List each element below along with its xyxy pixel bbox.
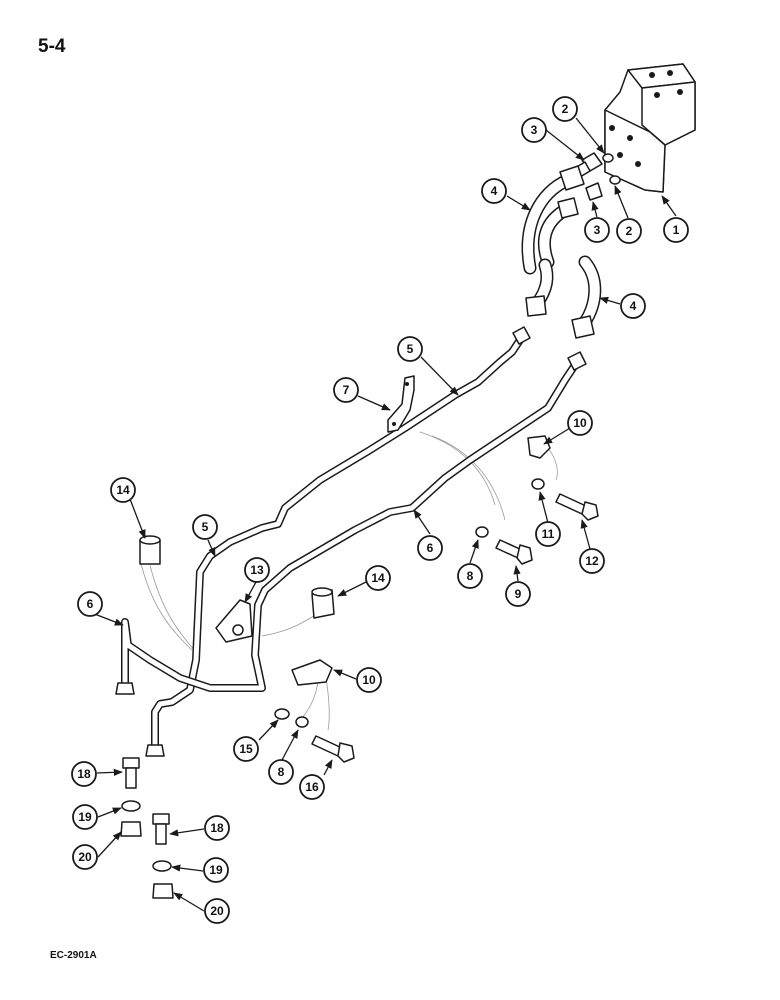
svg-text:5: 5 — [407, 342, 414, 356]
callout-14-right: 14 — [365, 565, 391, 591]
callout-6-left: 6 — [77, 591, 103, 617]
spacer-14-right — [311, 587, 335, 619]
page-number: 5-4 — [38, 36, 66, 57]
clamp-13 — [215, 599, 253, 643]
svg-text:4: 4 — [491, 184, 498, 198]
nut-20-left — [120, 821, 142, 837]
callout-13: 13 — [244, 557, 270, 583]
svg-text:20: 20 — [210, 904, 224, 918]
hose-section-left — [525, 258, 554, 317]
svg-text:15: 15 — [239, 742, 253, 756]
svg-text:8: 8 — [467, 569, 474, 583]
callout-20-left: 20 — [72, 844, 98, 870]
callout-6-right: 6 — [417, 535, 443, 561]
callout-12: 12 — [579, 548, 605, 574]
callout-19-right: 19 — [203, 857, 229, 883]
callout-4-upper: 4 — [481, 178, 507, 204]
svg-text:20: 20 — [78, 850, 92, 864]
washer-15 — [274, 708, 290, 720]
callout-1: 1 — [663, 217, 689, 243]
callout-8-upper: 8 — [457, 563, 483, 589]
callout-14-left: 14 — [110, 477, 136, 503]
svg-text:2: 2 — [626, 224, 633, 238]
svg-text:3: 3 — [594, 223, 601, 237]
svg-text:5: 5 — [202, 520, 209, 534]
bolt-9 — [495, 539, 533, 565]
svg-text:1: 1 — [673, 223, 680, 237]
callout-2-lower: 2 — [616, 218, 642, 244]
svg-text:11: 11 — [542, 527, 555, 541]
washer-19-right — [152, 860, 172, 872]
svg-text:10: 10 — [573, 416, 587, 430]
svg-text:19: 19 — [78, 810, 92, 824]
svg-text:19: 19 — [209, 863, 223, 877]
callout-18-left: 18 — [71, 761, 97, 787]
callout-7: 7 — [333, 377, 359, 403]
bracket-7 — [387, 375, 415, 433]
svg-text:3: 3 — [531, 123, 538, 137]
callout-3-lower: 3 — [584, 217, 610, 243]
svg-text:7: 7 — [343, 383, 350, 397]
o-ring-upper — [602, 153, 614, 163]
svg-text:10: 10 — [362, 673, 376, 687]
pipe-6 — [115, 351, 587, 695]
callout-10-upper: 10 — [567, 410, 593, 436]
callout-20-right: 20 — [204, 898, 230, 924]
svg-text:12: 12 — [585, 554, 599, 568]
figure-code: EC-2901A — [50, 950, 97, 961]
valve-block — [604, 63, 696, 193]
svg-text:6: 6 — [87, 597, 94, 611]
callout-18-right: 18 — [204, 815, 230, 841]
spacer-14-left — [139, 535, 161, 565]
svg-text:14: 14 — [371, 571, 385, 585]
washer-8-upper — [475, 526, 489, 538]
clip-10-upper — [527, 435, 551, 459]
svg-text:18: 18 — [210, 821, 224, 835]
washer-8-lower — [295, 716, 309, 728]
callout-10-lower: 10 — [356, 667, 382, 693]
callout-11: 11 — [535, 521, 561, 547]
fitting-18-left — [122, 757, 140, 789]
callout-15: 15 — [233, 736, 259, 762]
callout-3-upper: 3 — [521, 117, 547, 143]
svg-text:9: 9 — [515, 587, 522, 601]
svg-text:13: 13 — [250, 563, 264, 577]
bolt-12 — [555, 493, 599, 521]
svg-text:14: 14 — [116, 483, 130, 497]
svg-text:18: 18 — [77, 767, 91, 781]
callout-2-upper: 2 — [552, 96, 578, 122]
callout-5-upper: 5 — [397, 336, 423, 362]
adapter-lower — [585, 182, 603, 201]
washer-19-left — [121, 800, 141, 812]
nut-20-right — [152, 883, 174, 899]
hose-section-right — [571, 255, 602, 339]
svg-text:4: 4 — [630, 299, 637, 313]
svg-text:16: 16 — [305, 780, 319, 794]
callout-4-lower: 4 — [620, 293, 646, 319]
fitting-18-right — [152, 813, 170, 845]
callout-8-lower: 8 — [268, 759, 294, 785]
callout-5-lower: 5 — [192, 514, 218, 540]
callout-16: 16 — [299, 774, 325, 800]
washer-11 — [531, 478, 545, 490]
o-ring-lower — [609, 175, 621, 185]
svg-text:2: 2 — [562, 102, 569, 116]
callout-19-left: 19 — [72, 804, 98, 830]
hose-upper — [521, 165, 585, 275]
svg-text:6: 6 — [427, 541, 434, 555]
callout-9: 9 — [505, 581, 531, 607]
pipe-5 — [145, 326, 531, 757]
bolt-16 — [311, 735, 355, 763]
clip-10-lower — [291, 659, 333, 686]
svg-text:8: 8 — [278, 765, 285, 779]
hose-lower — [537, 197, 579, 269]
leader-lines — [91, 117, 677, 912]
